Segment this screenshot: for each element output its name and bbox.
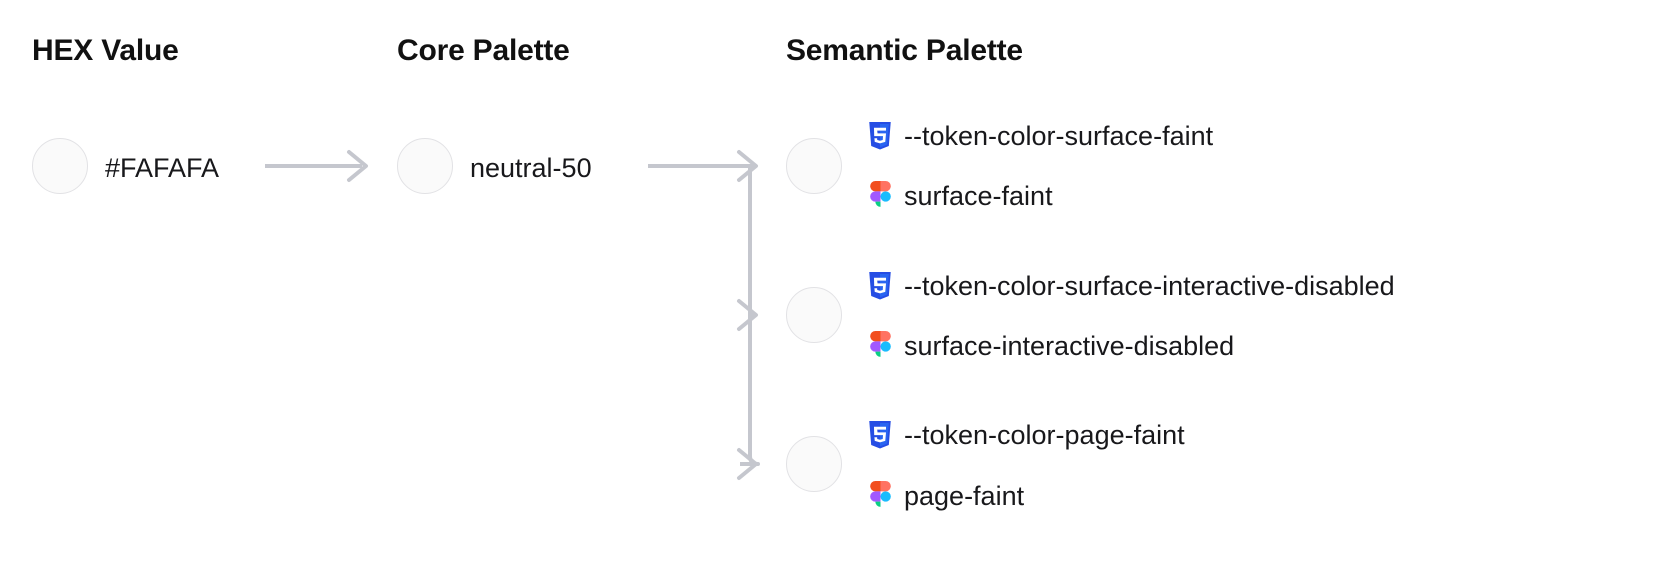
semantic-row-2-figma-token-label: surface-interactive-disabled — [904, 330, 1235, 361]
semantic-row-3-css-token-label: --token-color-page-faint — [904, 419, 1185, 450]
swatch-core-palette[interactable] — [397, 138, 453, 194]
semantic-row-3-css-token[interactable]: --token-color-page-faint — [866, 420, 1185, 450]
semantic-row-2-css-token[interactable]: --token-color-surface-interactive-disabl… — [866, 271, 1395, 301]
figma-icon — [866, 330, 894, 361]
swatch-semantic-row-3[interactable] — [786, 436, 842, 492]
core-palette-label: neutral-50 — [470, 153, 592, 183]
semantic-row-1-figma-token[interactable]: surface-faint — [866, 180, 1053, 211]
semantic-row-3-figma-token-label: page-faint — [904, 480, 1025, 511]
css3-icon — [866, 271, 894, 301]
css3-icon — [866, 121, 894, 151]
css3-icon — [866, 420, 894, 450]
column-heading-hex-value: HEX Value — [32, 34, 179, 67]
column-heading-core-palette: Core Palette — [397, 34, 570, 67]
arrow-hex-to-core — [265, 150, 368, 182]
arrow-core-to-semantic-branch — [648, 150, 760, 480]
semantic-row-1-css-token-label: --token-color-surface-faint — [904, 120, 1214, 151]
figma-icon — [866, 180, 894, 211]
semantic-row-1-css-token[interactable]: --token-color-surface-faint — [866, 121, 1213, 151]
semantic-row-3-figma-token[interactable]: page-faint — [866, 480, 1025, 511]
swatch-semantic-row-1[interactable] — [786, 138, 842, 194]
swatch-semantic-row-2[interactable] — [786, 287, 842, 343]
semantic-row-2-figma-token[interactable]: surface-interactive-disabled — [866, 330, 1235, 361]
figma-icon — [866, 480, 894, 511]
column-heading-semantic-palette: Semantic Palette — [786, 34, 1023, 67]
semantic-row-1-figma-token-label: surface-faint — [904, 180, 1053, 211]
swatch-hex-value[interactable] — [32, 138, 88, 194]
semantic-row-2-css-token-label: --token-color-surface-interactive-disabl… — [904, 270, 1395, 301]
hex-value-label: #FAFAFA — [105, 153, 220, 183]
